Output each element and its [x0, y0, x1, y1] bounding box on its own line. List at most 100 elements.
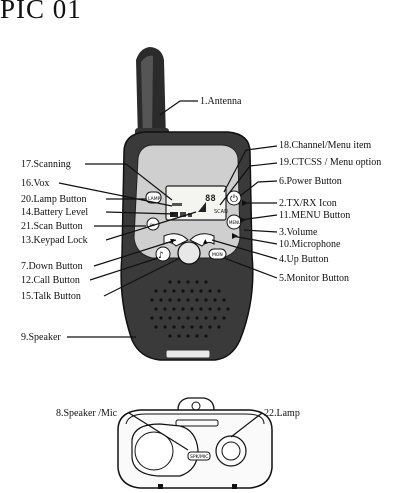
leader-lines	[58, 100, 278, 451]
grille-hole	[177, 334, 181, 338]
grille-hole	[159, 316, 163, 320]
grille-hole	[150, 298, 154, 302]
grille-hole	[172, 307, 176, 311]
grille-hole	[168, 298, 172, 302]
grille-hole	[208, 289, 212, 293]
grille-hole	[177, 298, 181, 302]
grille-hole	[199, 325, 203, 329]
speaker-grille	[150, 280, 230, 338]
grille-hole	[195, 316, 199, 320]
label-menu-button: 11.MENU Button	[279, 210, 351, 221]
grille-hole	[204, 298, 208, 302]
grille-hole	[213, 298, 217, 302]
grille-hole	[208, 325, 212, 329]
label-down-button: 7.Down Button	[21, 261, 83, 272]
grille-hole	[163, 289, 167, 293]
grille-hole	[222, 316, 226, 320]
label-keypad-lock: 13.Keypad Lock	[21, 235, 88, 246]
grille-hole	[186, 298, 190, 302]
grille-hole	[181, 325, 185, 329]
grille-hole	[168, 334, 172, 338]
grille-hole	[154, 307, 158, 311]
grille-hole	[172, 289, 176, 293]
label-volume: 3.Volume	[279, 227, 318, 238]
label-scanning: 17.Scanning	[21, 159, 71, 170]
grille-hole	[199, 289, 203, 293]
grille-hole	[226, 307, 230, 311]
label-call-button: 12.Call Button	[21, 275, 80, 286]
power-button[interactable]: ⏻	[226, 190, 242, 206]
call-button[interactable]: ♪	[155, 246, 171, 262]
label-ctcss-menu-option: 19.CTCSS / Menu option	[279, 157, 382, 168]
lamp-button[interactable]: LAMP	[145, 191, 162, 204]
grille-hole	[217, 289, 221, 293]
label-talk-button: 15.Talk Button	[21, 291, 81, 302]
grille-hole	[204, 316, 208, 320]
grille-hole	[190, 289, 194, 293]
grille-hole	[190, 307, 194, 311]
grille-hole	[208, 307, 212, 311]
talk-button[interactable]	[177, 241, 201, 265]
grille-hole	[186, 316, 190, 320]
grille-hole	[150, 316, 154, 320]
grille-hole	[172, 325, 176, 329]
lamp-button-text: LAMP	[148, 196, 161, 202]
monitor-button[interactable]: MON	[208, 248, 227, 260]
grille-hole	[154, 289, 158, 293]
menu-button-text: MENU	[229, 220, 241, 225]
mon-button-text: MON	[212, 252, 223, 258]
grille-hole	[181, 289, 185, 293]
page-title: PIC 01	[0, 0, 82, 24]
grille-hole	[186, 280, 190, 284]
grille-hole	[213, 316, 217, 320]
label-battery-level: 14.Battery Level	[21, 207, 89, 218]
grille-hole	[163, 325, 167, 329]
grille-hole	[168, 316, 172, 320]
label-lamp-button: 20.Lamp Button	[21, 194, 87, 205]
grille-hole	[186, 334, 190, 338]
grille-hole	[163, 307, 167, 311]
grille-hole	[181, 307, 185, 311]
label-channel-menu-item: 18.Channel/Menu item	[279, 140, 372, 151]
bottom-view: SPK/MIC	[117, 397, 273, 489]
grille-hole	[195, 334, 199, 338]
scan-icon: ≈	[149, 221, 155, 229]
label-txrx-icon: 2.TX/RX Icon	[279, 198, 337, 209]
grille-hole	[168, 280, 172, 284]
label-speaker-mic: 8.Speaker /Mic	[56, 408, 118, 419]
grille-hole	[222, 298, 226, 302]
up-arrow-icon: ▲	[203, 238, 208, 245]
up-button[interactable]: ▲	[189, 233, 215, 247]
grille-hole	[190, 325, 194, 329]
grille-hole	[204, 334, 208, 338]
label-scan-button: 21.Scan Button	[21, 221, 83, 232]
grille-hole	[177, 280, 181, 284]
label-microphone: 10.Microphone	[279, 239, 341, 250]
label-power-button: 6.Power Button	[279, 176, 342, 187]
grille-hole	[177, 316, 181, 320]
label-up-button: 4.Up Button	[279, 254, 329, 265]
lcd-display	[165, 185, 227, 221]
grille-hole	[204, 280, 208, 284]
label-vox: 16.Vox	[21, 178, 50, 189]
label-monitor-button: 5.Monitor Button	[279, 273, 350, 284]
label-antenna: 1.Antenna	[200, 96, 242, 107]
power-icon: ⏻	[230, 194, 238, 205]
label-speaker: 9.Speaker	[21, 332, 61, 343]
channel-digits: 88	[205, 194, 216, 204]
leader-arrowheads	[232, 200, 248, 239]
spk-mic-button-text: SPK/MIC	[190, 454, 208, 460]
grille-hole	[195, 280, 199, 284]
grille-hole	[195, 298, 199, 302]
grille-hole	[159, 298, 163, 302]
antenna-shape	[135, 47, 169, 144]
grille-hole	[217, 325, 221, 329]
call-icon: ♪	[158, 251, 164, 261]
menu-button[interactable]: MENU	[226, 214, 242, 230]
lcd-small-text: SCAN	[214, 209, 228, 215]
grille-hole	[154, 325, 158, 329]
label-lamp: 22.Lamp	[264, 408, 300, 419]
grille-hole	[199, 307, 203, 311]
grille-hole	[217, 307, 221, 311]
